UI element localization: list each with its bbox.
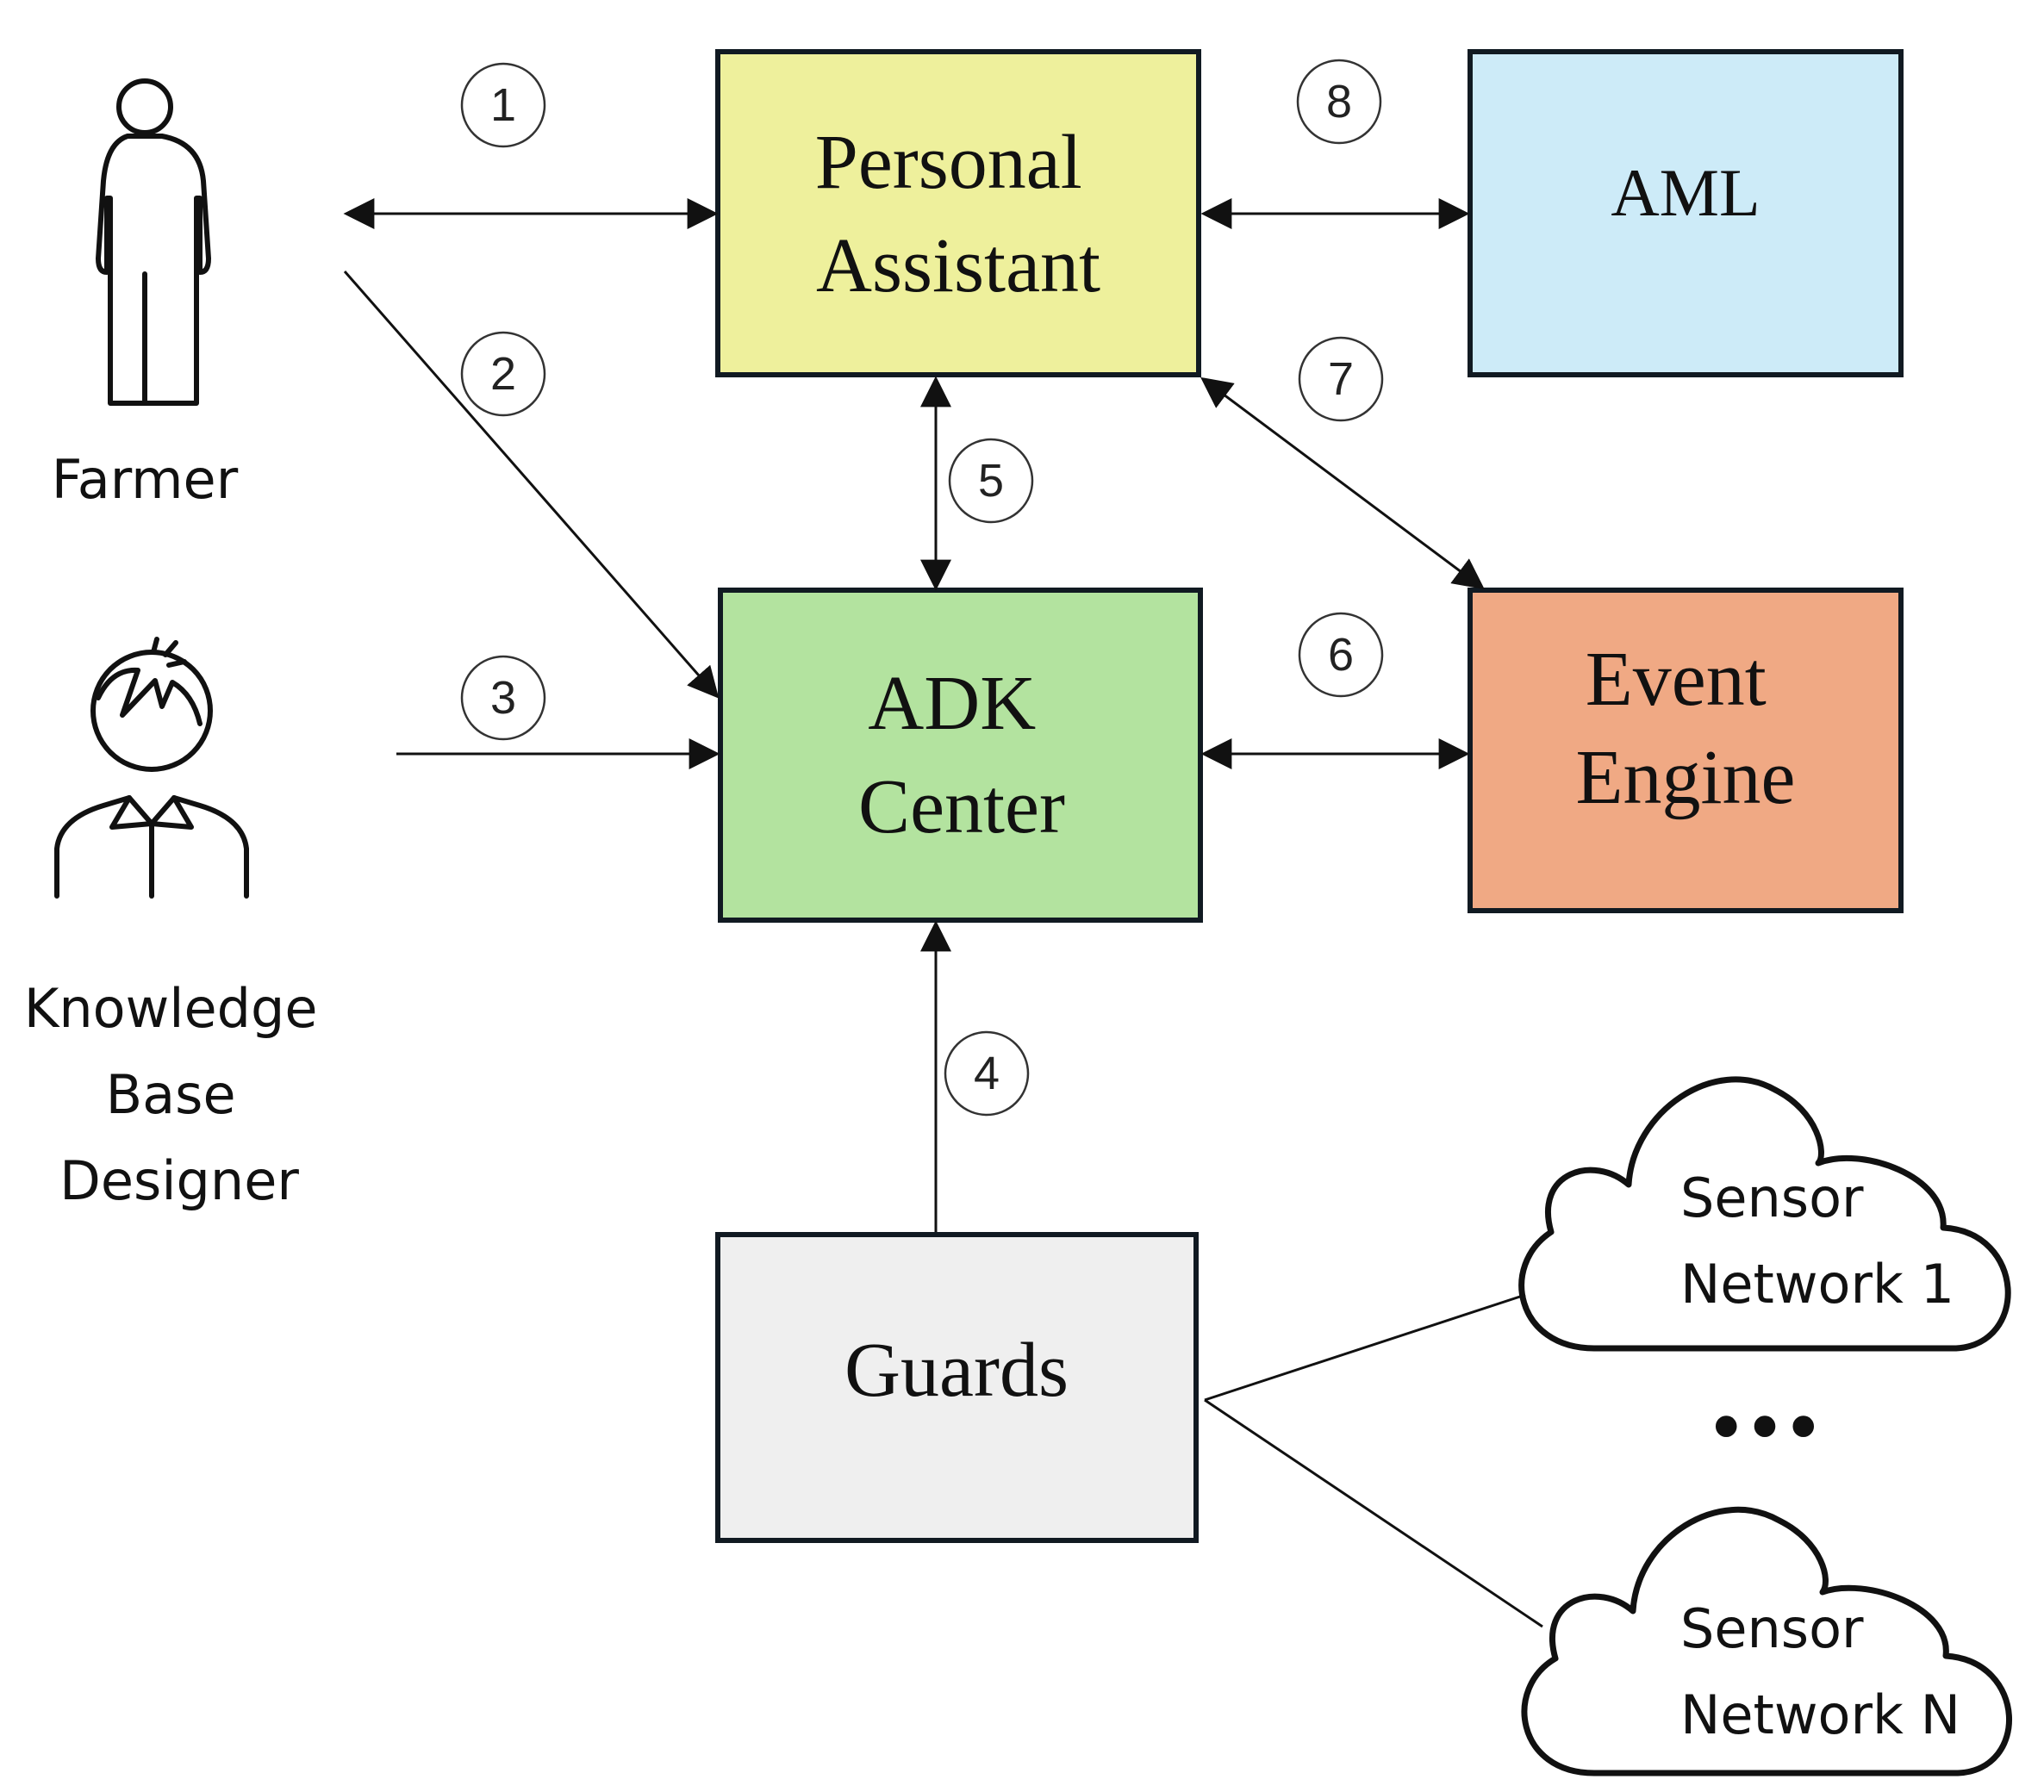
ellipsis-separator: ••• (1707, 1393, 1823, 1464)
edge-farmer-to-adk-center (343, 271, 720, 699)
personal-assistant-label-line-1: Personal (815, 120, 1082, 205)
farmer-icon (96, 78, 211, 406)
personal-assistant-box (715, 49, 1201, 377)
step-marker-6-number: 6 (1328, 629, 1354, 681)
step-marker-5-number: 5 (978, 455, 1004, 507)
guards-label: Guards (844, 1328, 1069, 1413)
svg-text:Sensor Network N: Sensor Network N (1680, 1597, 1960, 1746)
guards-box (715, 1232, 1199, 1543)
farmer-label: Farmer (52, 448, 239, 511)
event-engine-label-line-2: Engine (1576, 735, 1796, 820)
event-engine-box (1468, 588, 1904, 913)
event-engine-label-line-1: Event (1586, 637, 1767, 722)
sensor-network-n-cloud (1521, 1506, 2012, 1776)
svg-text:Guards: Guards (844, 1328, 1069, 1413)
aml-label: AML (1611, 155, 1760, 230)
designer-icon (54, 637, 249, 899)
designer-label-line-2: Base (106, 1063, 236, 1126)
edge-guards-to-sensor-network-n (1204, 1398, 1543, 1628)
step-marker-1-number: 1 (490, 79, 516, 131)
step-marker-6: 6 (1298, 612, 1384, 698)
step-marker-2: 2 (460, 331, 546, 417)
sensor-network-1-label-line-1: Sensor (1680, 1167, 1864, 1229)
step-marker-2-number: 2 (490, 348, 516, 400)
step-marker-1: 1 (460, 62, 546, 148)
svg-text:Event Engine: Event Engine (1576, 637, 1796, 820)
step-marker-4: 4 (944, 1030, 1030, 1117)
designer-label-line-3: Designer (59, 1149, 299, 1212)
svg-text:Farmer: Farmer (52, 448, 239, 511)
sensor-network-n-label-line-2: Network N (1680, 1683, 1960, 1746)
sensor-network-1-cloud (1518, 1076, 2011, 1352)
step-marker-8: 8 (1296, 59, 1382, 145)
edge-guards-to-sensor-network-1 (1204, 1293, 1526, 1402)
adk-center-label-line-2: Center (858, 764, 1065, 849)
svg-text:AML: AML (1611, 155, 1760, 230)
sensor-network-n-label-line-1: Sensor (1680, 1597, 1864, 1660)
personal-assistant-label-line-2: Assistant (816, 223, 1100, 308)
step-marker-3: 3 (460, 655, 546, 741)
designer-label-line-1: Knowledge (24, 977, 318, 1040)
svg-text:Sensor Network 1: Sensor Network 1 (1680, 1167, 1954, 1316)
sensor-network-1-label-line-2: Network 1 (1680, 1253, 1954, 1316)
svg-text:Knowledge Base Designe: Knowledge Base Designer (24, 977, 335, 1212)
edge-personal-assistant-to-event-engine (1200, 376, 1485, 590)
step-marker-5: 5 (948, 438, 1034, 524)
aml-box (1468, 49, 1904, 377)
svg-text:ADK Center: ADK Center (858, 661, 1065, 849)
step-marker-8-number: 8 (1326, 76, 1352, 128)
step-marker-3-number: 3 (490, 672, 516, 724)
step-marker-7: 7 (1298, 336, 1384, 422)
step-marker-7-number: 7 (1328, 353, 1354, 405)
svg-text:Personal Assistant: Personal Assistant (815, 120, 1101, 308)
adk-center-label-line-1: ADK (868, 661, 1036, 746)
step-marker-4-number: 4 (974, 1048, 1000, 1099)
adk-center-box (718, 588, 1203, 923)
